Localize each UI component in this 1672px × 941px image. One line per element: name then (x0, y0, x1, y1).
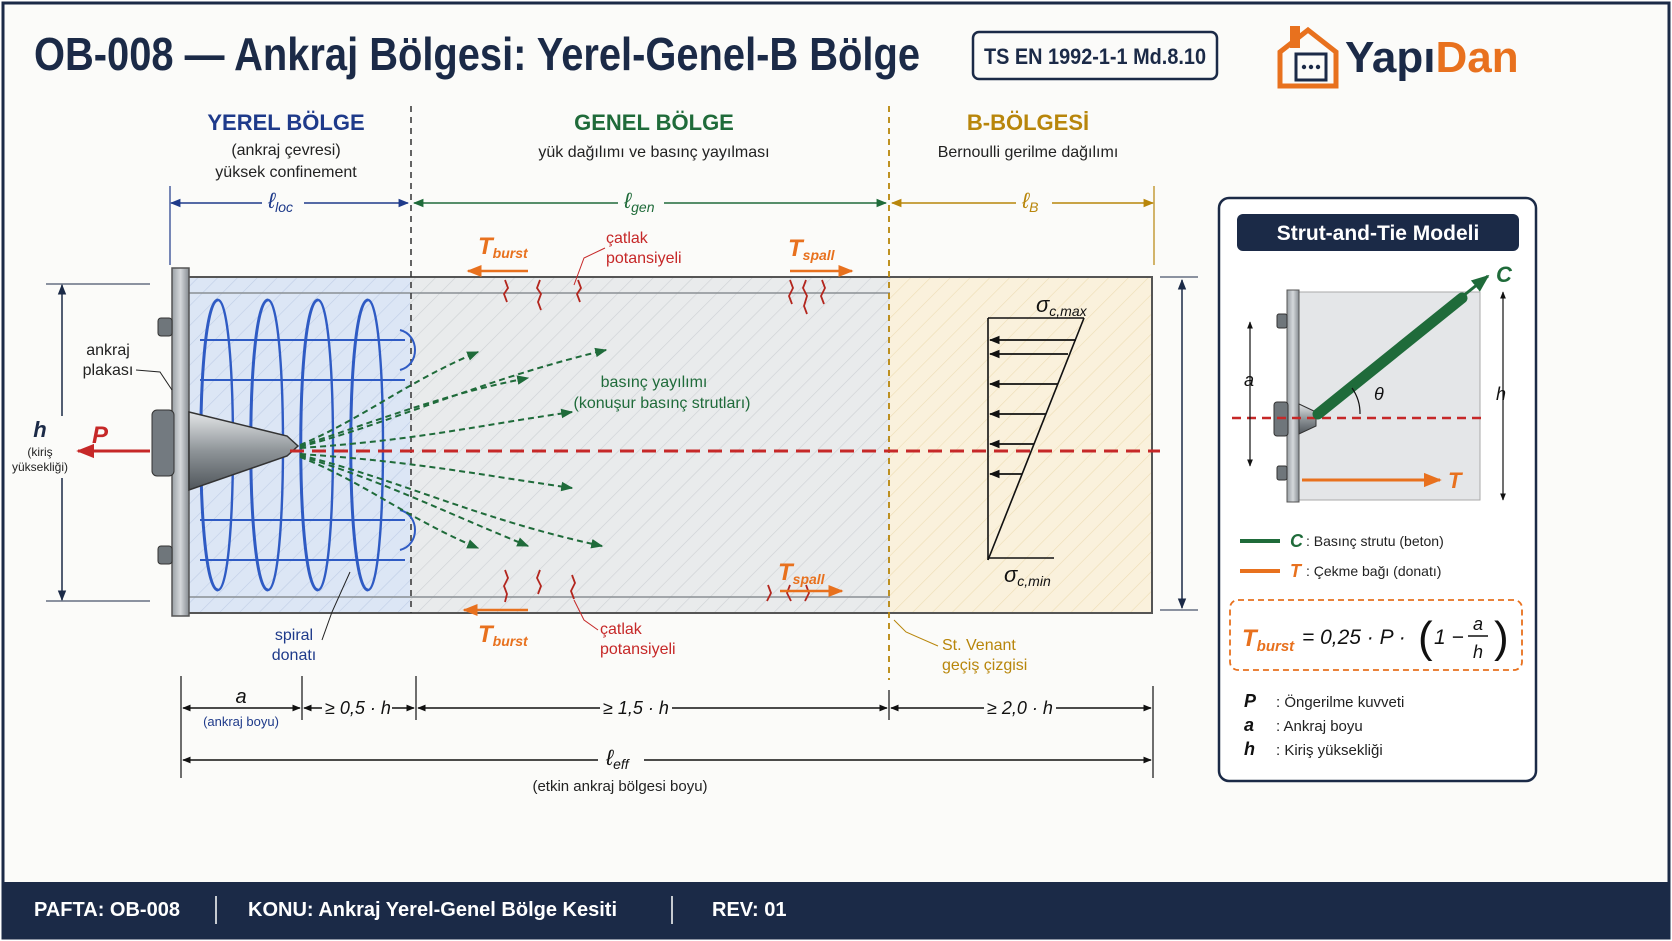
zone-bregion-line1: Bernoulli gerilme dağılımı (938, 144, 1119, 161)
stm-strut-arrow (1457, 274, 1490, 302)
compression-spread-arrows (299, 347, 608, 549)
stm-concrete-block (1297, 291, 1481, 501)
dim-d1-label: ≥ 0,5 · h (325, 698, 391, 718)
footer-rev: REV: 01 (712, 899, 786, 921)
formula-paren-open: ( (1418, 613, 1433, 662)
general-zone-concrete (410, 277, 890, 613)
zone-bregion-title: B-BÖLGESİ (967, 110, 1089, 135)
b-region-concrete (890, 277, 1152, 613)
formula-one-minus: 1 − (1434, 626, 1464, 649)
dim-chain-extensions (180, 676, 1154, 778)
dim-leff-desc: (etkin ankraj bölgesi boyu) (532, 778, 707, 795)
yapidan-logo: YapıDan (1277, 26, 1519, 89)
footer-sheet: PAFTA: OB-008 (34, 899, 180, 921)
dim-leff-label: ℓeff (605, 745, 631, 772)
stvenant-label-2: geçiş çizgisi (942, 657, 1027, 674)
stm-c-label: C (1496, 262, 1513, 287)
def-a-text: : Ankraj boyu (1276, 718, 1363, 735)
spread-label-1: basınç yayılımı (601, 374, 708, 391)
formula-box (1229, 599, 1523, 671)
footer-subject: KONU: Ankraj Yerel-Genel Bölge Kesiti (248, 899, 617, 921)
h-desc-1: (kiriş (27, 445, 52, 459)
footer-bar (3, 882, 1669, 938)
def-p-symbol: P (1244, 691, 1257, 711)
svg-text:YapıDan: YapıDan (1345, 33, 1519, 82)
sigma-max-label: σc,max (1036, 292, 1088, 319)
plate-label-1: ankraj (86, 342, 130, 359)
crack-bottom-label-2: potansiyeli (600, 641, 676, 658)
legend-t-symbol: T (1290, 561, 1303, 581)
dim-b-label: ℓB (1021, 188, 1038, 215)
stvenant-label-1: St. Venant (942, 637, 1016, 654)
def-a-symbol: a (1244, 715, 1254, 735)
def-p-text: : Öngerilme kuvveti (1276, 693, 1404, 711)
spiral-label-1: spiral (275, 627, 313, 644)
dim-loc-label: ℓloc (267, 188, 293, 215)
sigma-min-label: σc,min (1004, 562, 1051, 589)
legend-c-text: : Basınç strutu (beton) (1306, 533, 1444, 549)
crack-bottom-leader (573, 599, 599, 631)
stm-theta-label: θ (1374, 384, 1384, 404)
tspall-top-label: Tspall (788, 235, 836, 263)
zone-local-line1: (ankraj çevresi) (231, 142, 340, 159)
stvenant-leader (893, 619, 939, 647)
stm-strut (1312, 292, 1468, 420)
formula-lhs: Tburst (1242, 625, 1295, 655)
formula-numerator: a (1473, 614, 1483, 634)
h-desc-2: yüksekliği) (12, 460, 68, 474)
stm-plate (1286, 289, 1300, 503)
legend-t-text: : Çekme bağı (donatı) (1306, 563, 1441, 579)
standard-reference: TS EN 1992-1-1 Md.8.10 (984, 44, 1206, 69)
def-h-text: : Kiriş yüksekliği (1276, 742, 1383, 759)
crack-top-label-1: çatlak (606, 230, 649, 247)
formula-denominator: h (1473, 642, 1483, 662)
spiral-leader (321, 571, 351, 641)
dim-a-label: a (235, 686, 246, 708)
force-p-label: P (92, 422, 109, 449)
def-h-symbol: h (1244, 739, 1255, 759)
crack-marks (502, 279, 826, 603)
crack-top-label-2: potansiyeli (606, 250, 682, 267)
h-label-bg (12, 416, 70, 478)
crack-bottom-label-1: çatlak (600, 621, 643, 638)
dim-d3-label: ≥ 2,0 · h (987, 698, 1053, 718)
zone-local-title: YEREL BÖLGE (207, 110, 364, 135)
page-title: OB-008 — Ankraj Bölgesi: Yerel-Genel-B B… (34, 28, 920, 80)
logo-text-yapi: Yapı (1345, 33, 1436, 82)
stm-h-label: h (1496, 384, 1506, 404)
tburst-top-label: Tburst (478, 233, 529, 261)
logo-text-dan: Dan (1436, 33, 1519, 82)
tburst-bottom-label: Tburst (478, 621, 529, 649)
stm-bolt-top (1276, 313, 1288, 329)
stm-title-bar (1237, 214, 1519, 251)
spiral-label-2: donatı (272, 647, 316, 664)
plate-leader (135, 369, 173, 391)
anchor-bolts (151, 317, 175, 565)
zone-general-title: GENEL BÖLGE (574, 110, 734, 135)
stm-theta-arc (1351, 387, 1361, 415)
dim-gen-label: ℓgen (623, 188, 655, 215)
dim-d2-label: ≥ 1,5 · h (603, 698, 669, 718)
stm-bolt-bottom (1276, 465, 1288, 481)
zone-general-line1: yük dağılımı ve basınç yayılması (538, 144, 769, 161)
dim-a-desc: (ankraj boyu) (203, 714, 279, 729)
stress-distribution (987, 317, 1085, 561)
stm-title: Strut-and-Tie Modeli (1277, 222, 1480, 245)
formula-paren-close: ) (1494, 613, 1509, 662)
crack-top-leader (573, 247, 606, 286)
tspall-bottom-label: Tspall (778, 559, 826, 587)
formula-rhs: = 0,25 · P · (1302, 626, 1406, 649)
plate-label-2: plakası (83, 362, 134, 379)
h-label: h (33, 417, 46, 442)
stm-t-label: T (1448, 468, 1463, 493)
standard-badge (971, 30, 1219, 81)
anchor-plate (171, 267, 190, 617)
spread-label-2: (konuşur basınç strutları) (574, 395, 751, 412)
zone-local-line2: yüksek confinement (215, 164, 357, 181)
legend-c-symbol: C (1290, 531, 1304, 551)
stm-a-label: a (1244, 370, 1254, 390)
